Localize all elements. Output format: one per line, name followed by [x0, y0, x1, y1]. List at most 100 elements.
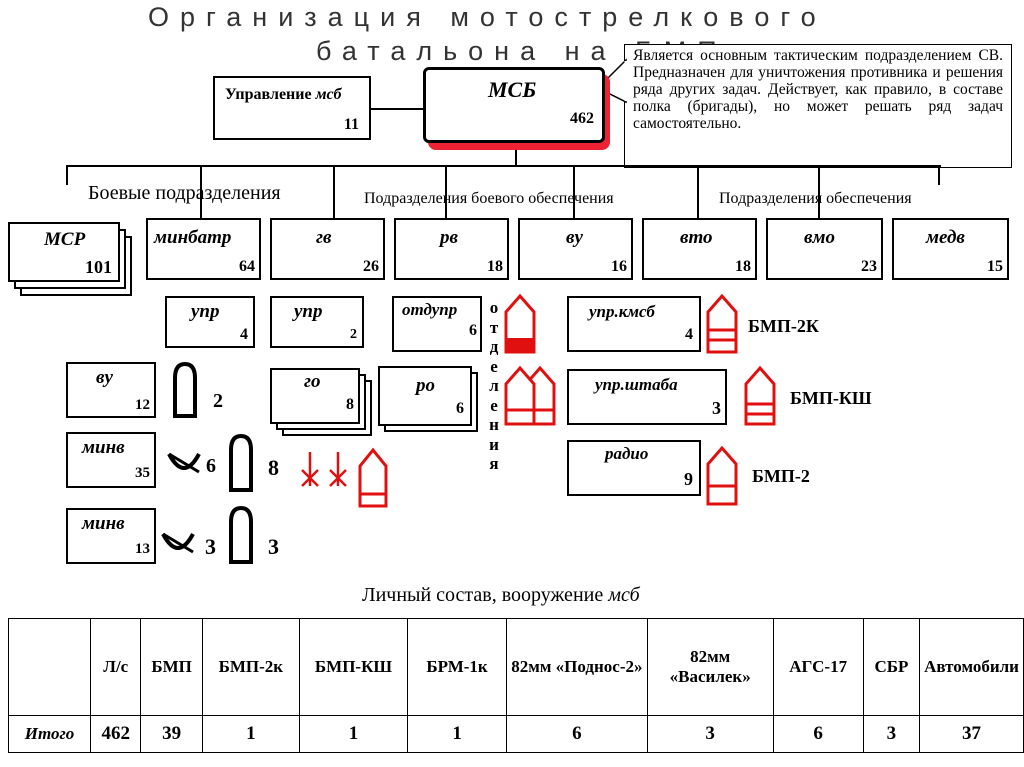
drop-4 — [445, 165, 447, 218]
table-header-cell: БРМ-1к — [407, 618, 508, 716]
table-header-cell — [7, 618, 92, 716]
table-cell: 3 — [862, 715, 921, 753]
sub-label: ву — [96, 367, 113, 388]
unit-msr-count: 101 — [85, 257, 112, 277]
vertical-letter: д — [489, 337, 499, 356]
grenade-launcher-icon — [301, 452, 347, 487]
sub-count: 4 — [240, 326, 248, 343]
table-row-label: Итого — [7, 715, 92, 753]
table-header-cell: БМП-КШ — [298, 618, 409, 716]
vertical-letter: я — [489, 454, 499, 473]
table-cell: 462 — [90, 715, 142, 753]
bmp2k-icon — [706, 293, 738, 354]
table-cell: 6 — [772, 715, 864, 753]
vertical-letter: о — [489, 298, 499, 317]
unit-count: 23 — [861, 258, 877, 275]
sub-label: ро — [416, 375, 435, 396]
bmp-icon — [358, 447, 388, 508]
hq-box: Управление мсб 11 — [213, 76, 371, 140]
bmp2-icon — [706, 445, 738, 506]
unit-label: рв — [440, 227, 458, 248]
table-header-cell: СБР — [862, 618, 921, 716]
table-header-cell: 82мм «Василек» — [646, 618, 774, 716]
unit-label: ву — [566, 227, 583, 248]
sub-gv-upr: упр 2 — [270, 296, 364, 348]
hq-label: Управление — [225, 86, 312, 103]
vertical-letter: н — [489, 415, 499, 434]
sub-go: го 8 — [270, 368, 360, 424]
sub-rv-otdupr: отдупр 6 — [392, 296, 482, 352]
sub-count: 12 — [135, 397, 150, 413]
vertical-letter: л — [489, 376, 499, 395]
table-caption-abbr: мсб — [608, 584, 640, 606]
root-stem — [515, 150, 517, 166]
drop-5 — [573, 165, 575, 218]
root-box: МСБ 462 — [423, 67, 605, 143]
table-cell: 3 — [646, 715, 774, 753]
sub-radio: радио 9 — [567, 440, 701, 496]
vertical-text: о т д е л е н и я — [484, 298, 504, 474]
drop-8 — [938, 165, 940, 185]
bmp2k-label: БМП-2К — [748, 316, 819, 336]
unit-count: 16 — [611, 258, 627, 275]
table-header-cell: АГС-17 — [772, 618, 864, 716]
sub-count: 2 — [350, 327, 357, 342]
sub-count: 35 — [135, 465, 150, 481]
group-combat-support-label: Подразделения боевого обеспечения — [364, 190, 614, 207]
vertical-letter: т — [489, 317, 499, 337]
gun-icon — [167, 452, 201, 474]
group-service-support-label: Подразделения обеспечения — [719, 190, 912, 207]
unit-msr-label: МСР — [44, 229, 86, 250]
table-header-cell: Автомобили — [919, 618, 1024, 716]
unit-label: вто — [680, 227, 713, 248]
unit-gv: гв 26 — [270, 218, 385, 280]
page-title-line1: Организация мотострелкового — [148, 2, 827, 32]
drop-3 — [333, 165, 335, 218]
table-header-cell: 82мм «Поднос-2» — [506, 618, 648, 716]
unit-label: минбатр — [154, 227, 232, 248]
sub-count: 13 — [135, 541, 150, 557]
bmpksh-icon — [744, 365, 776, 426]
vertical-letter: и — [489, 434, 499, 454]
sub-count: 8 — [346, 396, 354, 413]
table-cell: 1 — [298, 715, 409, 753]
table-header-row: Л/с БМП БМП-2к БМП-КШ БРМ-1к 82мм «Подно… — [7, 618, 1024, 716]
unit-count: 18 — [735, 258, 751, 275]
unit-label: гв — [316, 227, 332, 248]
table-caption: Личный состав, вооружение мсб — [362, 584, 640, 607]
table-row: Итого 462 39 1 1 1 6 3 6 3 37 — [7, 715, 1024, 753]
table-header-cell: БМП-2к — [201, 618, 300, 716]
vertical-letter: е — [490, 395, 498, 415]
sub-count: 6 — [456, 400, 464, 417]
sub-minv-35: минв 35 — [66, 432, 156, 488]
sub-label: упр — [294, 301, 323, 322]
bmpksh-label: БМП-КШ — [790, 388, 872, 408]
mortar-icon — [229, 505, 253, 564]
unit-rv: рв 18 — [394, 218, 509, 280]
vertical-letter: е — [490, 356, 498, 376]
table-header-cell: БМП — [140, 618, 203, 716]
drop-6 — [697, 165, 699, 218]
minv35-gun-count: 6 — [206, 455, 216, 477]
unit-label: медв — [926, 227, 965, 248]
sub-count: 9 — [684, 469, 693, 489]
bmp-icon — [504, 293, 536, 354]
sub-upr-shtaba: упр.штаба 3 — [567, 369, 727, 425]
unit-medv: медв 15 — [892, 218, 1009, 280]
table-cell: 1 — [201, 715, 300, 753]
unit-msr: МСР 101 — [8, 222, 120, 282]
table-cell: 37 — [919, 715, 1024, 753]
sub-label: отдупр — [402, 300, 458, 319]
sub-label: минв — [82, 437, 125, 458]
sub-label: минв — [82, 513, 125, 534]
sub-ro: ро 6 — [378, 366, 472, 426]
minv13-gun-count: 3 — [205, 534, 216, 559]
table-cell: 39 — [140, 715, 203, 753]
bmp2-label: БМП-2 — [752, 466, 810, 486]
table-cell: 1 — [407, 715, 508, 753]
minv35-mortar-count: 8 — [268, 455, 279, 480]
minv13-mortar-count: 3 — [268, 534, 279, 559]
table-header-cell: Л/с — [90, 618, 142, 716]
drop-2 — [200, 165, 202, 218]
group-bus — [66, 165, 941, 167]
